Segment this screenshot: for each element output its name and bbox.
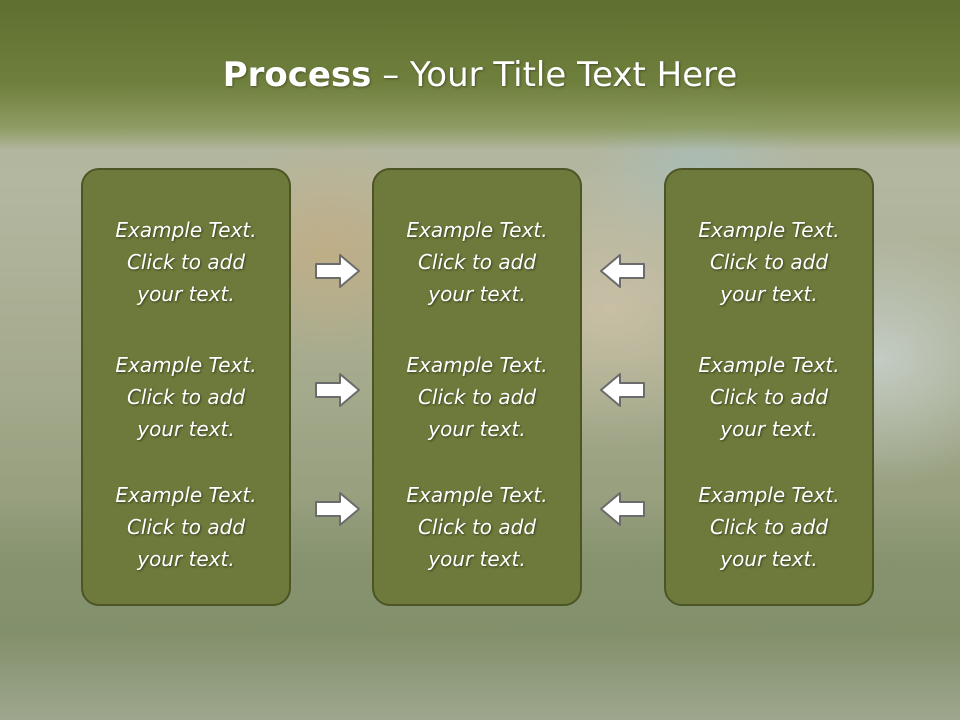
text-placeholder[interactable]: Example Text. Click to add your text. [83, 349, 289, 445]
title-bar [0, 0, 960, 150]
text-placeholder[interactable]: Example Text. Click to add your text. [83, 479, 289, 575]
text-placeholder[interactable]: Example Text. Click to add your text. [374, 214, 580, 310]
panel-left[interactable]: Example Text. Click to add your text. Ex… [81, 168, 291, 606]
text-placeholder[interactable]: Example Text. Click to add your text. [666, 479, 872, 575]
text-line: your text. [428, 417, 526, 441]
arrow-right-icon [315, 373, 360, 407]
text-line: Example Text. [406, 483, 548, 507]
text-line: Click to add [709, 385, 829, 409]
text-line: Click to add [126, 250, 246, 274]
arrow-left-icon [600, 492, 645, 526]
arrow-right-icon [315, 254, 360, 288]
text-line: your text. [137, 547, 235, 571]
text-line: your text. [720, 547, 818, 571]
text-line: Example Text. [698, 353, 840, 377]
text-line: your text. [720, 282, 818, 306]
text-line: Click to add [417, 250, 537, 274]
panel-right[interactable]: Example Text. Click to add your text. Ex… [664, 168, 874, 606]
text-placeholder[interactable]: Example Text. Click to add your text. [666, 349, 872, 445]
text-line: Example Text. [698, 218, 840, 242]
text-line: Click to add [417, 385, 537, 409]
arrow-left-icon [600, 254, 645, 288]
text-line: Example Text. [406, 218, 548, 242]
text-line: Click to add [417, 515, 537, 539]
text-line: your text. [428, 547, 526, 571]
text-line: your text. [137, 417, 235, 441]
text-line: Example Text. [115, 218, 257, 242]
text-line: Example Text. [406, 353, 548, 377]
title-bold: Process [222, 55, 372, 95]
text-line: your text. [428, 282, 526, 306]
text-placeholder[interactable]: Example Text. Click to add your text. [83, 214, 289, 310]
arrow-left-icon [600, 373, 645, 407]
text-line: your text. [720, 417, 818, 441]
arrow-right-icon [315, 492, 360, 526]
text-line: Example Text. [698, 483, 840, 507]
text-placeholder[interactable]: Example Text. Click to add your text. [374, 479, 580, 575]
text-line: Click to add [126, 515, 246, 539]
text-placeholder[interactable]: Example Text. Click to add your text. [374, 349, 580, 445]
text-line: Example Text. [115, 483, 257, 507]
text-line: Click to add [709, 515, 829, 539]
text-line: Example Text. [115, 353, 257, 377]
text-line: Click to add [709, 250, 829, 274]
slide-title[interactable]: Process – Your Title Text Here [0, 52, 960, 98]
text-line: your text. [137, 282, 235, 306]
text-line: Click to add [126, 385, 246, 409]
title-rest: – Your Title Text Here [371, 55, 738, 95]
text-placeholder[interactable]: Example Text. Click to add your text. [666, 214, 872, 310]
panel-middle[interactable]: Example Text. Click to add your text. Ex… [372, 168, 582, 606]
